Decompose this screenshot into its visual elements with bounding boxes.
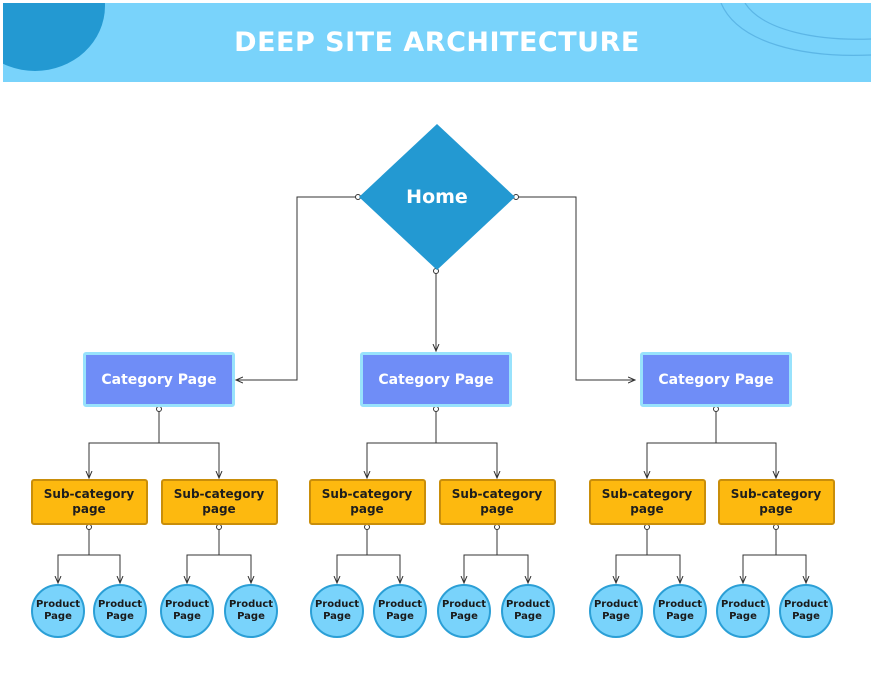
connector-line <box>496 527 528 583</box>
product-node-label: Product Page <box>97 599 143 622</box>
connector-line <box>715 409 776 478</box>
product-node-label: Product Page <box>164 599 210 622</box>
connector-line <box>775 527 806 583</box>
subcategory-node-label: Sub-category page <box>601 487 693 516</box>
product-node-label: Product Page <box>228 599 274 622</box>
product-node-label: Product Page <box>720 599 766 622</box>
connector-line <box>366 527 400 583</box>
product-node[interactable]: Product Page <box>437 584 491 638</box>
connector-dot <box>156 406 162 412</box>
connector-line <box>236 196 358 380</box>
connector-dot <box>364 524 370 530</box>
product-node-label: Product Page <box>314 599 360 622</box>
connector-line <box>646 527 680 583</box>
connector-line <box>464 527 498 583</box>
connector-line <box>616 527 648 583</box>
subcategory-node-label: Sub-category page <box>43 487 135 516</box>
subcategory-node-label: Sub-category page <box>451 487 543 516</box>
home-node-label: Home <box>406 186 468 208</box>
product-node[interactable]: Product Page <box>589 584 643 638</box>
product-node-label: Product Page <box>783 599 829 622</box>
subcategory-node[interactable]: Sub-category page <box>438 479 556 525</box>
category-node-label: Category Page <box>378 371 494 388</box>
connector-dot <box>216 524 222 530</box>
product-node-label: Product Page <box>593 599 639 622</box>
product-node[interactable]: Product Page <box>224 584 278 638</box>
subcategory-node[interactable]: Sub-category page <box>588 479 706 525</box>
connector-dot <box>494 524 500 530</box>
product-node-label: Product Page <box>377 599 423 622</box>
product-node[interactable]: Product Page <box>160 584 214 638</box>
connector-line <box>516 196 635 380</box>
product-node-label: Product Page <box>35 599 81 622</box>
header-banner: DEEP SITE ARCHITECTURE <box>3 3 871 82</box>
connector-line <box>89 409 160 478</box>
product-node[interactable]: Product Page <box>716 584 770 638</box>
connector-line <box>647 409 717 478</box>
subcategory-node[interactable]: Sub-category page <box>717 479 835 525</box>
product-node[interactable]: Product Page <box>653 584 707 638</box>
connector-dot <box>86 524 92 530</box>
product-node[interactable]: Product Page <box>779 584 833 638</box>
connector-dot <box>433 406 439 412</box>
product-node[interactable]: Product Page <box>93 584 147 638</box>
subcategory-node[interactable]: Sub-category page <box>160 479 278 525</box>
connector-line <box>88 527 120 583</box>
category-node[interactable]: Category Page <box>83 352 235 407</box>
subcategory-node-label: Sub-category page <box>173 487 265 516</box>
home-node-shape[interactable] <box>359 124 515 270</box>
connector-dot <box>773 524 779 530</box>
connector-line <box>58 527 90 583</box>
header-decor-arcs <box>720 3 871 56</box>
category-node-label: Category Page <box>101 371 217 388</box>
connector-line <box>435 409 497 478</box>
product-node-label: Product Page <box>441 599 487 622</box>
product-node-label: Product Page <box>505 599 551 622</box>
connector-line <box>187 527 220 583</box>
connector-line <box>218 527 251 583</box>
connector-line <box>367 409 437 478</box>
subcategory-node[interactable]: Sub-category page <box>30 479 148 525</box>
connector-line <box>158 409 219 478</box>
product-node[interactable]: Product Page <box>501 584 555 638</box>
product-node[interactable]: Product Page <box>373 584 427 638</box>
subcategory-node-label: Sub-category page <box>730 487 822 516</box>
product-node[interactable]: Product Page <box>310 584 364 638</box>
category-node[interactable]: Category Page <box>640 352 792 407</box>
category-node-label: Category Page <box>658 371 774 388</box>
page-title: DEEP SITE ARCHITECTURE <box>234 27 640 58</box>
connector-line <box>337 527 368 583</box>
category-node[interactable]: Category Page <box>360 352 512 407</box>
product-node-label: Product Page <box>657 599 703 622</box>
connector-line <box>743 527 777 583</box>
subcategory-node[interactable]: Sub-category page <box>308 479 426 525</box>
product-node[interactable]: Product Page <box>31 584 85 638</box>
subcategory-node-label: Sub-category page <box>321 487 413 516</box>
connector-dot <box>644 524 650 530</box>
connector-dot <box>713 406 719 412</box>
